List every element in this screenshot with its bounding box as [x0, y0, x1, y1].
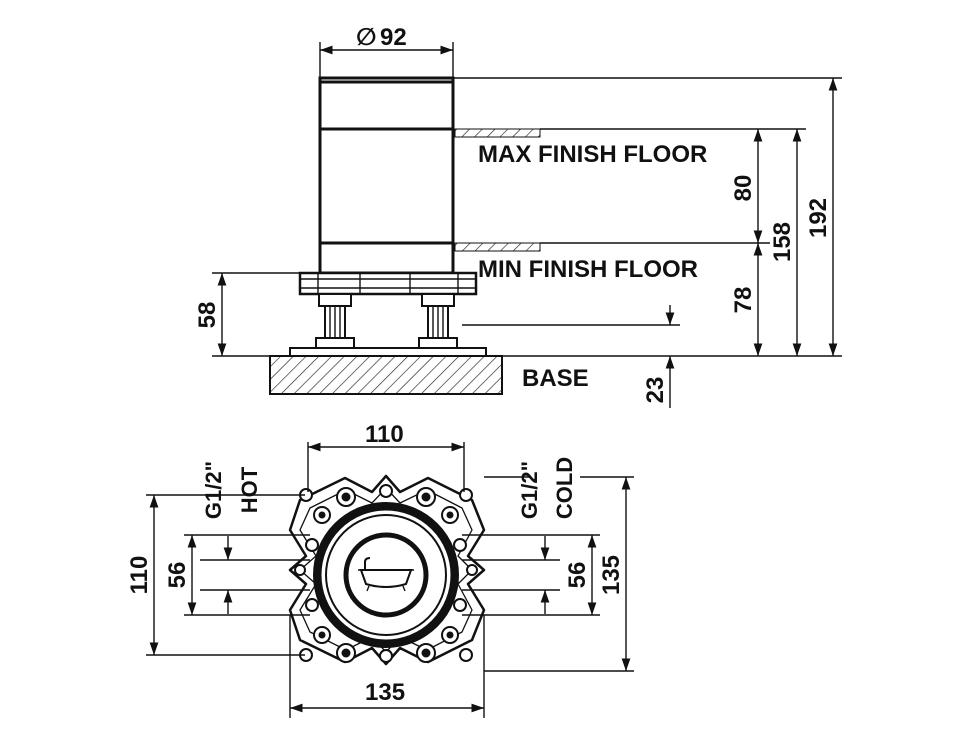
- support-leg-right: [418, 293, 458, 349]
- dim-78: 78: [730, 287, 757, 314]
- dim-left-110: 110: [126, 556, 153, 595]
- dim-left-56: 56: [164, 562, 191, 589]
- plan-view: 110 135 110 56 56 135 G1/2" HOT G1/2" CO…: [126, 421, 634, 718]
- max-finish-floor-marker: [454, 128, 541, 138]
- dim-23: 23: [642, 377, 669, 404]
- bolt-bosses: [305, 487, 467, 663]
- diameter-symbol: ∅: [356, 24, 377, 51]
- hot-label: HOT: [237, 466, 262, 513]
- side-view: ∅ 92: [194, 24, 842, 408]
- dim-80: 80: [730, 175, 757, 202]
- base-block: [269, 355, 503, 395]
- diameter-dimension: ∅ 92: [319, 24, 454, 78]
- valve-body: [318, 76, 455, 275]
- cold-thread-label: G1/2": [517, 461, 542, 519]
- hot-thread-label: G1/2": [201, 461, 226, 519]
- height-dimensions: [217, 78, 838, 408]
- mounting-plate: [298, 271, 478, 296]
- dim-192: 192: [805, 198, 832, 238]
- min-finish-floor-label: MIN FINISH FLOOR: [478, 256, 698, 283]
- dim-58: 58: [194, 302, 221, 329]
- dim-right-56: 56: [564, 562, 591, 589]
- max-finish-floor-label: MAX FINISH FLOOR: [478, 141, 707, 168]
- plan-dimension-lines: [149, 442, 631, 713]
- mounting-holes: [294, 484, 478, 663]
- base-plate: [289, 347, 487, 357]
- dim-right-135: 135: [598, 555, 625, 595]
- dim-158: 158: [769, 222, 796, 262]
- bathtub-icon: [358, 557, 414, 592]
- diameter-value: 92: [380, 24, 407, 51]
- plan-extension-lines: [146, 442, 634, 718]
- min-finish-floor-marker: [454, 242, 541, 252]
- cold-label: COLD: [552, 457, 577, 519]
- dim-bottom-135: 135: [365, 679, 405, 706]
- support-leg-left: [315, 293, 355, 349]
- base-label: BASE: [522, 365, 589, 392]
- dim-top-110: 110: [365, 421, 404, 448]
